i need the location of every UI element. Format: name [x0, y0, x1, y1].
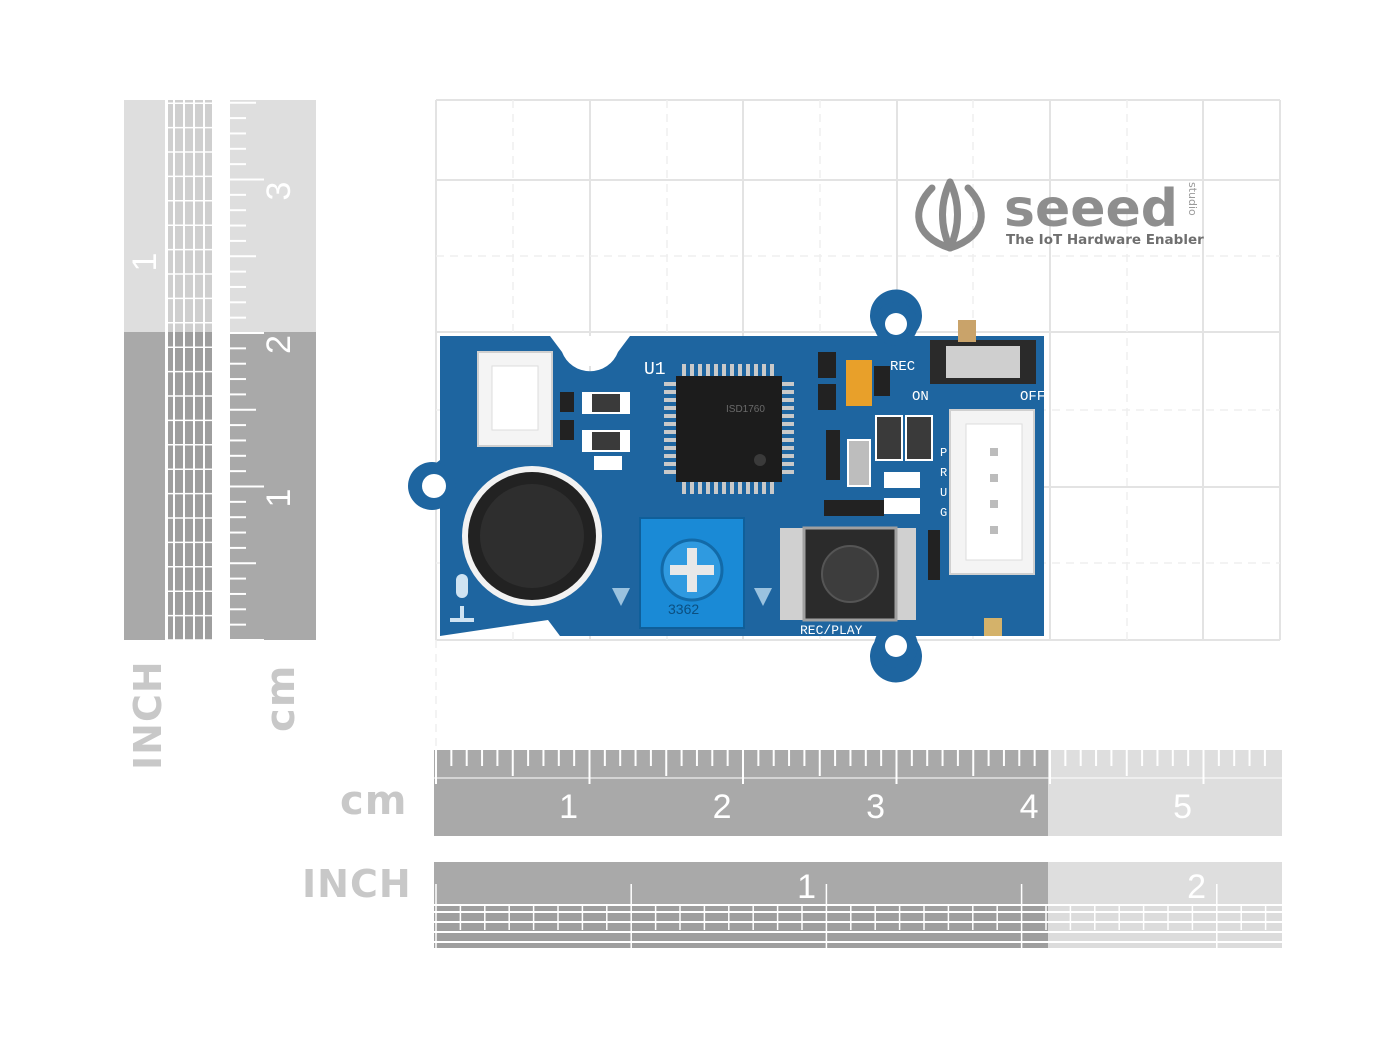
svg-text:P: P — [940, 446, 947, 460]
horizontal-inch-ruler — [434, 862, 1282, 948]
audio-chip: ISD1760 — [664, 364, 794, 494]
seeed-logo: seeed studio The IoT Hardware Enabler — [915, 178, 1204, 252]
seeed-wordmark: seeed — [1004, 179, 1178, 239]
button-label: REC/PLAY — [800, 623, 863, 638]
cm-tick-label: 3 — [866, 788, 885, 826]
cm-tick-label: 4 — [1020, 788, 1039, 826]
seeed-tagline: The IoT Hardware Enabler — [1006, 232, 1204, 248]
cm-tick-label: 1 — [559, 788, 578, 826]
vertical-inch-label: INCH — [126, 660, 170, 770]
vertical-cm-label: cm — [258, 664, 304, 732]
switch-label-off: OFF — [1020, 389, 1045, 405]
inch-tick-label: 1 — [126, 253, 164, 272]
cm-tick-label: 2 — [713, 788, 732, 826]
connector-label: P R U G — [940, 446, 947, 520]
chip-label: U1 — [644, 360, 666, 380]
vertical-cm-ruler — [230, 100, 316, 641]
seeed-superscript: studio — [1186, 182, 1199, 216]
svg-text:U: U — [940, 486, 947, 500]
volume-icon — [612, 588, 772, 606]
svg-text:G: G — [940, 506, 947, 520]
switch-label-rec: REC — [890, 359, 915, 375]
inch-tick-label: 2 — [1187, 868, 1206, 906]
cm-tick-label: 1 — [260, 489, 298, 508]
inch-tick-label: 1 — [797, 868, 816, 906]
svg-text:ISD1760: ISD1760 — [726, 404, 765, 415]
potentiometer: 3362 — [639, 517, 745, 629]
horizontal-inch-label: INCH — [302, 862, 412, 906]
vertical-inch-ruler — [124, 100, 212, 641]
horizontal-cm-ruler — [434, 750, 1282, 836]
smd-components — [560, 352, 940, 580]
horizontal-cm-label: cm — [340, 778, 408, 824]
svg-text:R: R — [940, 466, 947, 480]
slide-switch — [930, 320, 1036, 384]
ruler-numbers: 1 2 3 4 5 1 2 1 2 3 1 — [126, 182, 1206, 906]
cm-tick-label: 2 — [260, 335, 298, 354]
mic-icon — [450, 574, 474, 622]
seeed-leaf-icon — [915, 178, 985, 252]
grove-recorder-board: ISD1760 U1 — [408, 289, 1045, 683]
cm-tick-label: 5 — [1173, 788, 1192, 826]
rec-play-button — [780, 526, 916, 622]
switch-label-on: ON — [912, 389, 929, 405]
svg-text:3362: 3362 — [668, 601, 699, 617]
cm-tick-label: 3 — [260, 182, 298, 201]
